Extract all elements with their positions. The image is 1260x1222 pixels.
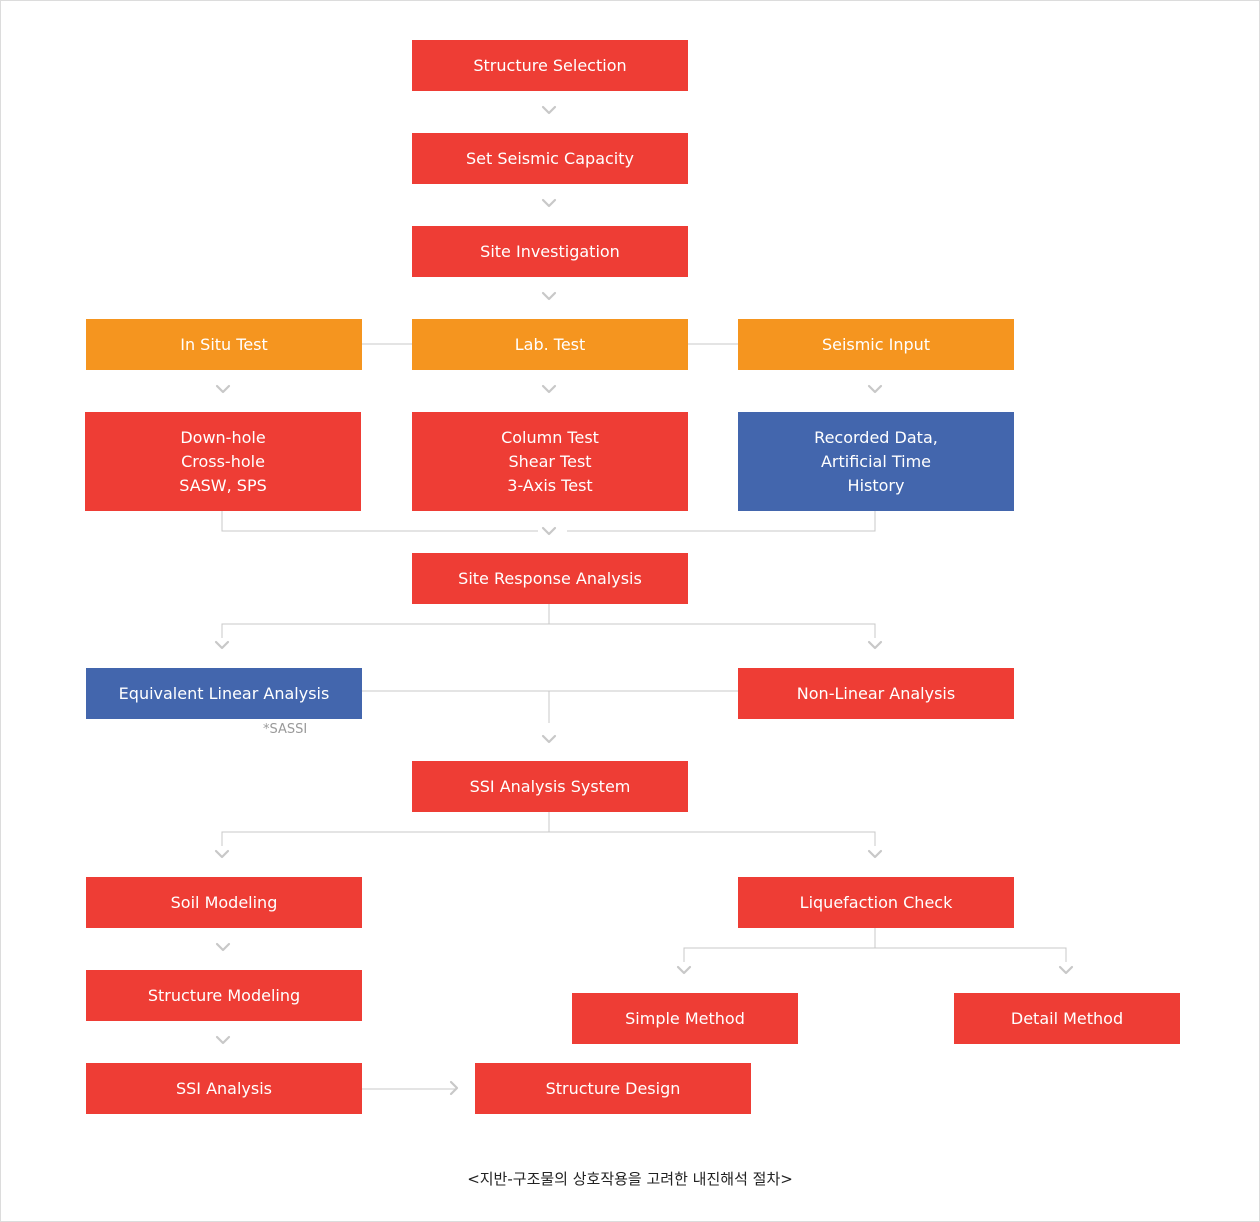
node-label: Detail Method bbox=[1010, 1008, 1124, 1028]
chevron-down-icon bbox=[1058, 965, 1074, 975]
node-label: Non-Linear Analysis bbox=[796, 683, 956, 703]
node-label-line: Down-hole bbox=[180, 427, 266, 447]
node-label-line: History bbox=[847, 475, 905, 495]
node-ssi-analysis: SSI Analysis bbox=[86, 1063, 362, 1114]
node-label-line: Cross-hole bbox=[181, 451, 265, 471]
node-label: Equivalent Linear Analysis bbox=[118, 683, 330, 703]
node-label-line: SASW, SPS bbox=[179, 475, 267, 495]
node-label-line: Shear Test bbox=[508, 451, 592, 471]
diagram-caption: <지반-구조물의 상호작용을 고려한 내진해석 절차> bbox=[467, 1170, 793, 1188]
node-label: Set Seismic Capacity bbox=[466, 148, 634, 168]
node-label: Site Response Analysis bbox=[458, 568, 642, 588]
node-site-response-analysis: Site Response Analysis bbox=[412, 553, 688, 604]
chevron-down-icon bbox=[541, 105, 557, 115]
chevron-down-icon bbox=[867, 384, 883, 394]
node-in-situ-test: In Situ Test bbox=[86, 319, 362, 370]
node-soil-modeling: Soil Modeling bbox=[86, 877, 362, 928]
node-label-line: Recorded Data, bbox=[814, 427, 938, 447]
node-label: Soil Modeling bbox=[170, 892, 278, 912]
node-label: Structure Modeling bbox=[147, 985, 301, 1005]
chevron-down-icon bbox=[541, 384, 557, 394]
chevron-down-icon bbox=[676, 965, 692, 975]
node-structure-modeling: Structure Modeling bbox=[86, 970, 362, 1021]
chevron-down-icon bbox=[867, 640, 883, 650]
node-non-linear-analysis: Non-Linear Analysis bbox=[738, 668, 1014, 719]
chevron-down-icon bbox=[215, 384, 231, 394]
chevron-down-icon bbox=[541, 734, 557, 744]
node-label: In Situ Test bbox=[180, 334, 268, 354]
node-structure-selection: Structure Selection bbox=[412, 40, 688, 91]
node-detail-method: Detail Method bbox=[954, 993, 1180, 1044]
node-label-line: Column Test bbox=[501, 427, 599, 447]
chevron-down-icon bbox=[541, 526, 557, 536]
node-lab-methods: Column Test Shear Test 3-Axis Test bbox=[412, 412, 688, 511]
node-label: Lab. Test bbox=[514, 334, 586, 354]
node-label: Structure Selection bbox=[473, 55, 627, 75]
node-lab-test: Lab. Test bbox=[412, 319, 688, 370]
chevron-down-icon bbox=[214, 640, 230, 650]
chevron-down-icon bbox=[541, 291, 557, 301]
node-label: Liquefaction Check bbox=[799, 892, 953, 912]
chevron-down-icon bbox=[215, 1035, 231, 1045]
node-seismic-data: Recorded Data, Artificial Time History bbox=[738, 412, 1014, 511]
node-set-seismic-capacity: Set Seismic Capacity bbox=[412, 133, 688, 184]
node-ssi-analysis-system: SSI Analysis System bbox=[412, 761, 688, 812]
node-equivalent-linear-analysis: Equivalent Linear Analysis bbox=[86, 668, 362, 719]
chevron-down-icon bbox=[215, 942, 231, 952]
node-liquefaction-check: Liquefaction Check bbox=[738, 877, 1014, 928]
chevron-down-icon bbox=[541, 198, 557, 208]
node-label: Structure Design bbox=[545, 1078, 681, 1098]
node-label-line: 3-Axis Test bbox=[507, 475, 593, 495]
sassi-note: *SASSI bbox=[263, 722, 308, 737]
node-label: SSI Analysis bbox=[175, 1078, 273, 1098]
node-simple-method: Simple Method bbox=[572, 993, 798, 1044]
node-in-situ-methods: Down-hole Cross-hole SASW, SPS bbox=[85, 412, 361, 511]
node-seismic-input: Seismic Input bbox=[738, 319, 1014, 370]
node-label: SSI Analysis System bbox=[469, 776, 631, 796]
chevron-down-icon bbox=[867, 849, 883, 859]
node-site-investigation: Site Investigation bbox=[412, 226, 688, 277]
chevron-right-icon bbox=[449, 1080, 459, 1096]
node-label: Seismic Input bbox=[821, 334, 931, 354]
node-label: Site Investigation bbox=[480, 241, 620, 261]
node-label: Simple Method bbox=[625, 1008, 745, 1028]
chevron-down-icon bbox=[214, 849, 230, 859]
node-structure-design: Structure Design bbox=[475, 1063, 751, 1114]
node-label-line: Artificial Time bbox=[820, 451, 932, 471]
